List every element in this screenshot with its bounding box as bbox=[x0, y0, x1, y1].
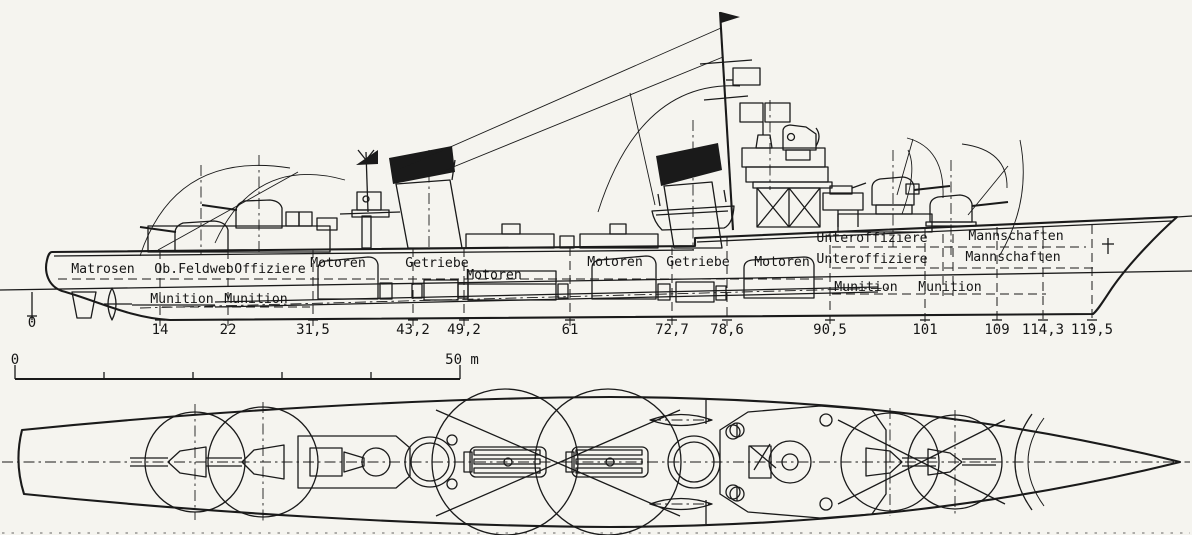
firing-arc bbox=[139, 164, 291, 257]
firing-arc bbox=[906, 137, 944, 199]
scale-bar: 0 50 m bbox=[11, 352, 479, 381]
ships-boat bbox=[651, 189, 735, 231]
torpedo-tubes-side bbox=[465, 223, 659, 249]
radar-screen bbox=[732, 67, 761, 86]
station-label: 61 bbox=[562, 322, 579, 338]
station-label: 119,5 bbox=[1071, 322, 1113, 338]
compartment-label: Motoren bbox=[466, 268, 522, 283]
station-label: 114,3 bbox=[1022, 322, 1064, 338]
rudder bbox=[71, 291, 97, 319]
compartment-label: Unteroffiziere bbox=[816, 231, 927, 246]
station-labels: 0 14 22 31,5 43,2 49,2 61 72,7 78,6 90,5… bbox=[28, 315, 1113, 338]
station-label: 49,2 bbox=[447, 322, 481, 338]
gun-barrel bbox=[971, 200, 1009, 208]
compartment-label: Mannschaften bbox=[968, 229, 1063, 244]
bridge-superstructure bbox=[739, 102, 867, 228]
compartment-label: Matrosen bbox=[71, 262, 135, 277]
aft-funnel bbox=[389, 146, 463, 249]
station-label: 90,5 bbox=[813, 322, 847, 338]
mast-stay bbox=[397, 27, 722, 171]
engine-block bbox=[317, 256, 379, 300]
machinery-side bbox=[317, 255, 815, 303]
engine-block bbox=[467, 270, 557, 301]
torpedo-bank-plan bbox=[463, 446, 547, 478]
radar-mattress bbox=[739, 102, 791, 149]
aft-superstructure bbox=[139, 149, 401, 257]
aa-gun-platform bbox=[822, 182, 867, 227]
station-label: 43,2 bbox=[396, 322, 430, 338]
compartment-label: Munition bbox=[150, 292, 214, 307]
compartment-label: Ob.Feldweb bbox=[154, 262, 233, 277]
bridge-plan bbox=[719, 405, 887, 519]
forward-turrets bbox=[837, 137, 1024, 256]
gun-barrel bbox=[913, 184, 951, 192]
station-label: 101 bbox=[912, 322, 937, 338]
rangefinder-director bbox=[782, 124, 820, 161]
plan-hull-outline bbox=[17, 395, 1182, 529]
aft-turrets-plan bbox=[130, 444, 285, 480]
signal-flag bbox=[356, 150, 378, 165]
hull-profile bbox=[45, 215, 1192, 322]
breakwater-plan bbox=[1014, 413, 1045, 511]
forward-turret-lower bbox=[929, 194, 973, 223]
compartment-label: Unteroffiziere bbox=[816, 252, 927, 267]
compartment-label: Getriebe bbox=[666, 255, 730, 270]
compartment-labels: Matrosen Ob.Feldweb Offiziere Motoren Ge… bbox=[71, 229, 1063, 307]
gun-barrel bbox=[139, 225, 177, 234]
side-elevation: Matrosen Ob.Feldweb Offiziere Motoren Ge… bbox=[0, 11, 1192, 338]
station-label: 78,6 bbox=[710, 322, 744, 338]
gearbox-block bbox=[675, 281, 715, 303]
station-label: 14 bbox=[152, 322, 169, 338]
station-label: 0 bbox=[28, 315, 36, 331]
forward-turrets-plan bbox=[865, 447, 996, 477]
mast-stay bbox=[435, 56, 724, 175]
compartment-label: Offiziere bbox=[234, 262, 306, 277]
aft-turret-lower bbox=[174, 220, 229, 252]
station-ticks bbox=[27, 292, 1097, 321]
aft-director-platform bbox=[339, 149, 401, 249]
scale-start-label: 0 bbox=[11, 352, 19, 368]
funnel-cap bbox=[389, 146, 455, 184]
compartment-label: Mannschaften bbox=[965, 250, 1060, 265]
station-label: 31,5 bbox=[296, 322, 330, 338]
bow-davit-arc bbox=[999, 139, 1024, 256]
engine-block bbox=[743, 256, 815, 299]
aft-funnel-plan bbox=[404, 436, 456, 488]
funnel-cap bbox=[656, 143, 722, 186]
station-label: 109 bbox=[984, 322, 1009, 338]
plan-view bbox=[2, 388, 1190, 535]
engine-block bbox=[591, 255, 657, 300]
compartment-label: Munition bbox=[224, 292, 288, 307]
torpedo-bank-plan bbox=[565, 446, 649, 478]
boat-davit bbox=[901, 149, 913, 215]
forward-funnel bbox=[656, 143, 723, 249]
station-label: 72,7 bbox=[655, 322, 689, 338]
axis-centerlines bbox=[200, 100, 952, 255]
compartment-label: Motoren bbox=[310, 256, 366, 271]
scale-end-label: 50 m bbox=[445, 352, 479, 368]
compartment-grid bbox=[27, 225, 1097, 326]
masthead-pennant bbox=[721, 12, 740, 23]
foremast bbox=[397, 11, 761, 231]
anchor bbox=[1102, 238, 1114, 254]
waterline bbox=[0, 270, 1192, 291]
compartment-label: Motoren bbox=[754, 255, 810, 270]
boats-plan bbox=[649, 413, 713, 511]
station-label: 22 bbox=[220, 322, 237, 338]
firing-arc bbox=[214, 174, 346, 244]
propeller bbox=[107, 287, 117, 321]
plan-axis-lines bbox=[194, 402, 956, 522]
compartment-label: Munition bbox=[918, 280, 982, 295]
firing-arc bbox=[961, 143, 1008, 189]
firing-arc bbox=[597, 85, 741, 213]
aft-deckhouse-plan bbox=[297, 434, 458, 490]
compartment-label: Munition bbox=[834, 280, 898, 295]
compartment-label: Motoren bbox=[587, 255, 643, 270]
compartment-label: Getriebe bbox=[405, 256, 469, 271]
